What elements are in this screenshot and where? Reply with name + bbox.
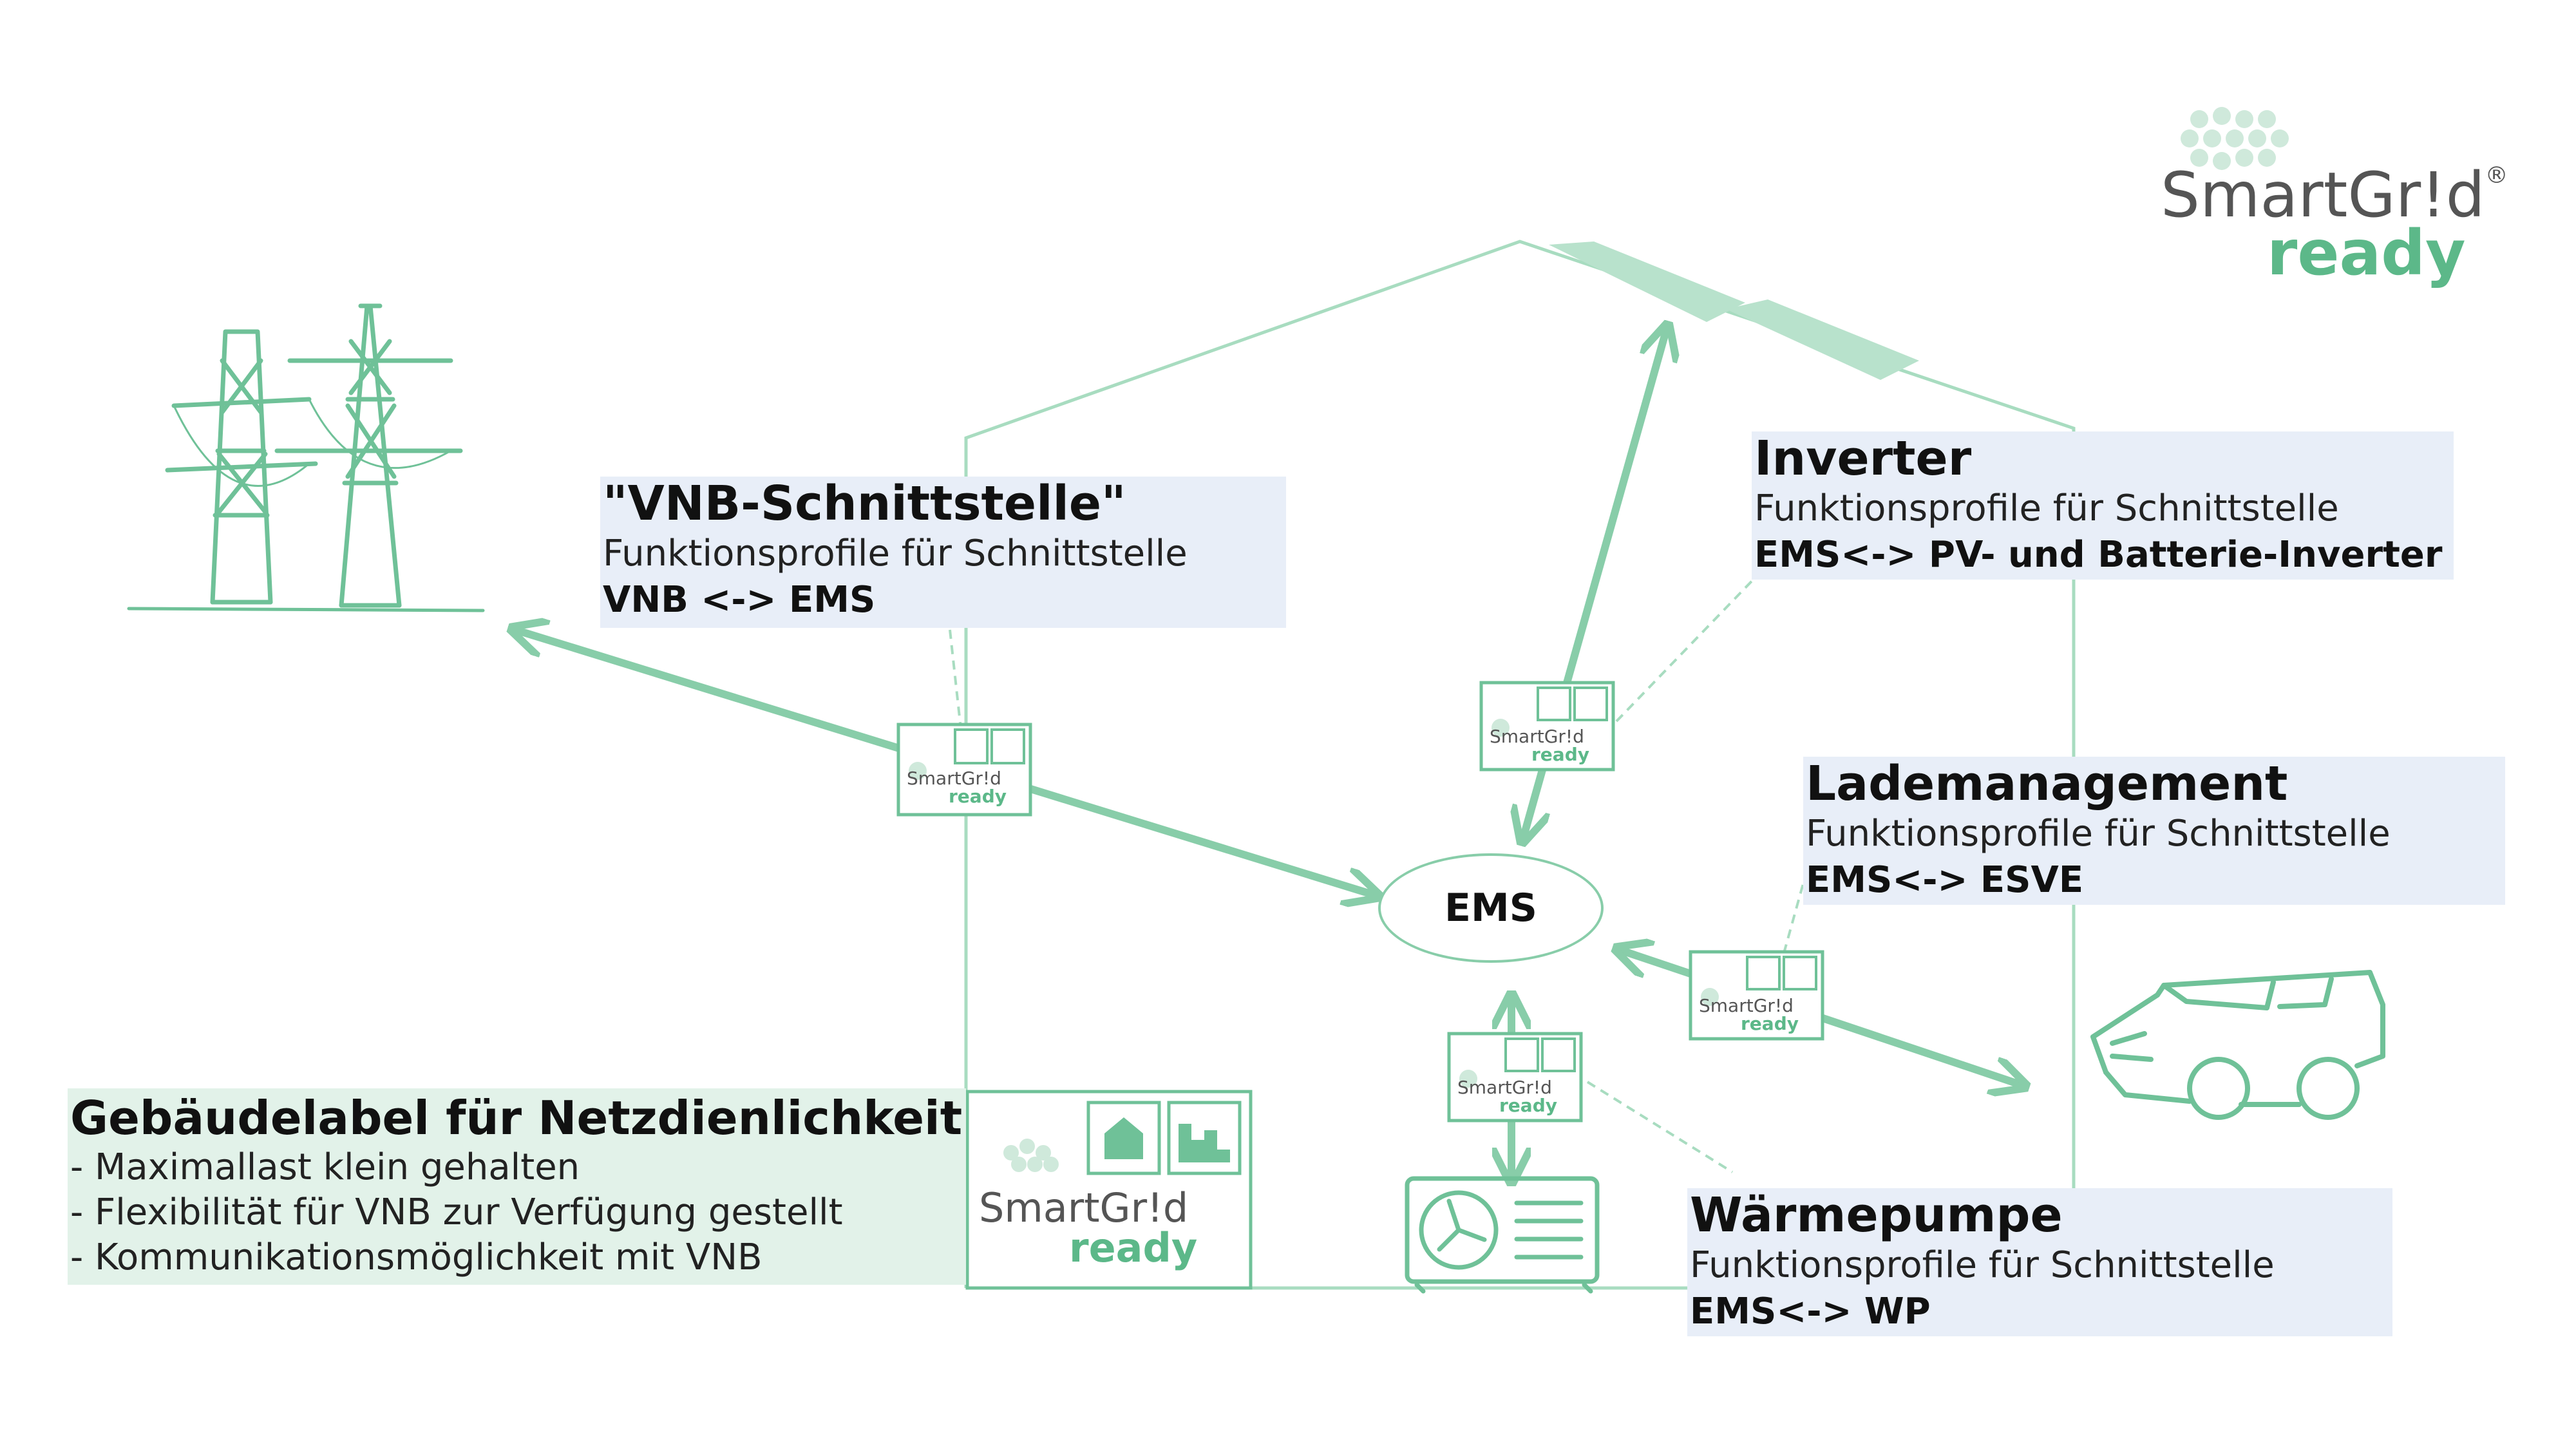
- building-badge-text: SmartGr!d ready: [979, 1184, 1198, 1271]
- charging-subtitle: Funktionsprofile für Schnittstelle: [1806, 813, 2391, 855]
- charging-interface-box: Lademanagement Funktionsprofile für Schn…: [1803, 757, 2505, 905]
- building-label-item: - Kommunikationsmöglichkeit mit VNB: [70, 1236, 762, 1278]
- charging-interface: EMS<-> ESVE: [1806, 859, 2084, 901]
- solar-panel-icon: [1549, 242, 1919, 380]
- ems-node: EMS: [1378, 853, 1604, 963]
- heatpump-title: Wärmepumpe: [1690, 1188, 2063, 1243]
- heat-pump-icon: [1405, 1176, 1600, 1294]
- power-pylon-icon: [127, 303, 485, 612]
- building-label-item: - Flexibilität für VNB zur Verfügung ges…: [70, 1191, 843, 1233]
- badge-inverter-text: SmartGr!d ready: [1490, 726, 1589, 765]
- logo-dot-grid-icon: [2181, 107, 2289, 170]
- dashed-connectors: [949, 533, 1817, 1173]
- badge-vnb-text: SmartGr!d ready: [907, 768, 1007, 807]
- car-icon: [2090, 970, 2385, 1120]
- heatpump-interface: EMS<-> WP: [1690, 1291, 1931, 1332]
- badge-heatpump-text: SmartGr!d ready: [1457, 1077, 1557, 1116]
- badge-charging-text: SmartGr!d ready: [1699, 995, 1799, 1034]
- interface-badge-vnb: [896, 723, 1032, 817]
- interface-badge-charging: [1689, 950, 1824, 1041]
- logo-smartgrid-text: SmartGr!d: [2161, 159, 2485, 231]
- vnb-interface: VNB <-> EMS: [603, 579, 876, 621]
- building-label-box: Gebäudelabel für Netzdienlichkeit - Maxi…: [68, 1088, 966, 1285]
- logo-ready-text: ready: [2267, 217, 2466, 289]
- vnb-interface-box: "VNB-Schnittstelle" Funktionsprofile für…: [600, 477, 1286, 628]
- logo-smartgrid-ready: SmartGr!d® ready: [2161, 159, 2508, 289]
- dot-grid-icon: [1003, 1139, 1059, 1172]
- house-icon: [1104, 1117, 1143, 1159]
- inverter-interface: EMS<-> PV- und Batterie-Inverter: [1754, 534, 2443, 576]
- heatpump-interface-box: Wärmepumpe Funktionsprofile für Schnitts…: [1687, 1188, 2392, 1336]
- industry-icon: [1179, 1124, 1230, 1162]
- inverter-title: Inverter: [1754, 431, 1972, 486]
- charging-title: Lademanagement: [1806, 756, 2288, 811]
- heatpump-subtitle: Funktionsprofile für Schnittstelle: [1690, 1244, 2275, 1286]
- inverter-interface-box: Inverter Funktionsprofile für Schnittste…: [1752, 431, 2454, 580]
- interface-badge-inverter: [1479, 681, 1615, 772]
- building-label-badge: [965, 1090, 1253, 1290]
- interface-badge-heatpump: [1447, 1032, 1583, 1122]
- inverter-subtitle: Funktionsprofile für Schnittstelle: [1754, 488, 2339, 529]
- building-label-title: Gebäudelabel für Netzdienlichkeit: [70, 1091, 963, 1145]
- vnb-title: "VNB-Schnittstelle": [603, 476, 1126, 531]
- vnb-subtitle: Funktionsprofile für Schnittstelle: [603, 533, 1188, 574]
- building-label-item: - Maximallast klein gehalten: [70, 1146, 580, 1188]
